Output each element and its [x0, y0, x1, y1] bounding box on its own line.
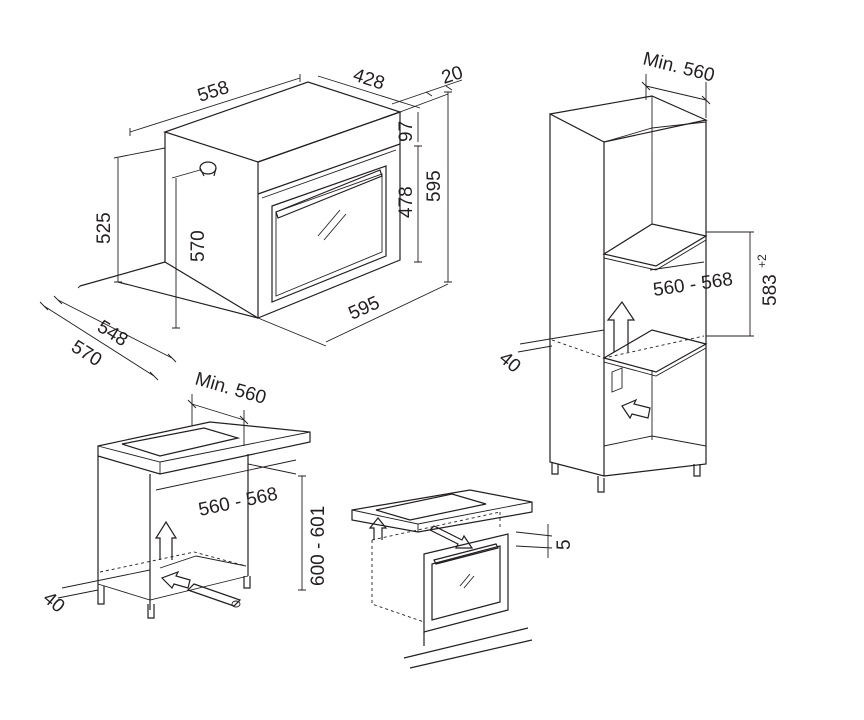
dim-label-under-gap: 40	[39, 588, 69, 618]
dim-label-detail-gap: 5	[554, 539, 575, 550]
oven-dimension-drawing: 558 428 20 97 478 595 525 570 595	[39, 62, 466, 381]
dim-label-595-vert: 595	[424, 170, 445, 202]
dim-label-under-height: 600 - 601	[308, 506, 329, 586]
worktop	[97, 421, 311, 475]
dim-label-tall-min: Min. 560	[641, 48, 717, 86]
glass-reflection	[317, 209, 347, 241]
dim-label-under-min: Min. 560	[193, 369, 269, 409]
detail-worktop	[351, 489, 533, 533]
dim-line-detail-gap	[515, 524, 553, 558]
plinth-vent	[186, 583, 242, 607]
oven-door	[271, 165, 387, 303]
air-flow-up-icon	[368, 517, 388, 540]
detail-oven-handle	[433, 543, 499, 565]
dim-line-20	[391, 79, 463, 105]
dim-label-20: 20	[439, 62, 466, 89]
dim-label-under-opening: 560 - 568	[197, 484, 280, 521]
air-flow-up-icon	[154, 520, 178, 560]
dim-line-428	[317, 75, 421, 109]
under-cabinet-sides	[97, 454, 249, 610]
dim-label-tall-gap: 40	[495, 348, 525, 378]
dim-label-tall-height: 583	[760, 274, 781, 306]
detail-hob	[375, 493, 487, 521]
dim-label-tall-opening: 560 - 568	[652, 269, 734, 301]
under-cabinet-leg	[147, 604, 155, 619]
detail-oven-front	[423, 533, 509, 633]
tall-cabinet-drawing: Min. 560 560 - 568 583 +2 40	[495, 48, 781, 493]
air-flow-in-icon	[621, 398, 651, 420]
under-counter-drawing: Min. 560 560 - 568 600 - 601 40	[39, 369, 329, 619]
dim-line-570-base	[43, 305, 155, 377]
detail-oven-door	[431, 545, 501, 621]
air-flow-out-icon	[428, 525, 474, 549]
oven-side-face	[164, 132, 259, 319]
oven-handle	[275, 169, 383, 219]
tall-cabinet-leg	[551, 462, 559, 475]
oven-front-frame	[257, 111, 401, 319]
under-cabinet-leg	[243, 576, 251, 589]
dim-line-under-min	[191, 394, 245, 446]
hob	[121, 427, 241, 457]
oven-control-panel	[257, 143, 401, 195]
tall-cabinet-leg	[693, 464, 701, 477]
dim-line-548	[57, 299, 173, 359]
upper-shelf	[602, 223, 708, 267]
tall-cabinet-side	[549, 113, 605, 477]
under-cabinet-leg	[97, 584, 105, 605]
dim-label-525: 525	[94, 212, 115, 244]
vent-icon	[611, 367, 623, 393]
tall-cabinet-leg	[597, 476, 605, 493]
dim-label-97: 97	[396, 121, 417, 142]
tall-cabinet-right	[603, 120, 707, 477]
air-flow-in-icon	[160, 570, 191, 590]
dim-label-548: 548	[93, 316, 131, 351]
dim-label-478: 478	[396, 186, 417, 218]
hob-oven-detail-drawing: 5	[351, 489, 575, 669]
dim-label-558: 558	[195, 77, 232, 107]
dim-label-tall-height-tol: +2	[755, 254, 769, 268]
lower-shelf	[602, 329, 708, 373]
dim-line-558	[129, 77, 301, 133]
air-flow-up-icon	[606, 300, 636, 352]
dim-label-595-base: 595	[345, 292, 383, 324]
tall-cabinet-top	[549, 95, 708, 143]
dim-line-595-base	[325, 283, 449, 343]
dim-label-428: 428	[350, 65, 387, 95]
dim-label-570-vert: 570	[188, 230, 209, 262]
